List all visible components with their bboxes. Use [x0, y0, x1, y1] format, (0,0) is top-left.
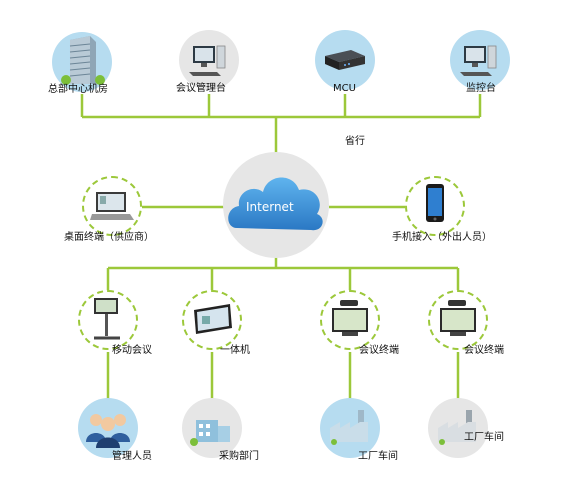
hq-datacenter-label: 总部中心机房 — [48, 84, 108, 95]
management-staff-node — [78, 398, 138, 458]
laptop-icon — [90, 192, 134, 220]
server-building-icon — [61, 36, 105, 85]
all-in-one-tablet-icon — [194, 304, 232, 334]
mobile-access-label: 手机接入（外出人员） — [392, 232, 492, 243]
cloud-icon — [228, 177, 323, 231]
internet-node — [223, 152, 329, 258]
monitor-console-label: 监控台 — [466, 83, 496, 94]
mobile-conference-stand-icon — [94, 298, 120, 340]
factory-workshop-node-2 — [428, 398, 488, 458]
mcu-device-icon — [325, 50, 365, 70]
factory-workshop-label-1: 工厂车间 — [358, 451, 398, 462]
meeting-console-node — [179, 30, 239, 90]
conference-tv-terminal-icon — [440, 300, 476, 336]
factory-icon — [330, 410, 368, 445]
hq-datacenter-node — [52, 32, 112, 92]
conference-terminal-node-2 — [428, 290, 488, 350]
conference-terminal-label-2: 会议终端 — [464, 345, 504, 356]
smartphone-icon — [426, 184, 444, 222]
mcu-node — [315, 30, 375, 90]
conference-tv-terminal-icon — [332, 300, 368, 336]
desktop-computer-icon — [189, 45, 226, 76]
people-group-icon — [86, 414, 130, 448]
office-building-icon — [190, 420, 230, 446]
conference-terminal-node-1 — [320, 290, 380, 350]
mcu-label: MCU — [333, 83, 356, 94]
meeting-console-label: 会议管理台 — [176, 83, 226, 94]
mobile-conference-node — [78, 290, 138, 350]
management-staff-label: 管理人员 — [112, 451, 152, 462]
factory-icon — [438, 410, 476, 445]
mobile-access-node — [405, 176, 465, 236]
mobile-conference-label: 移动会议 — [112, 345, 152, 356]
desktop-terminal-node — [82, 176, 142, 236]
desktop-terminal-label: 桌面终端（供应商） — [64, 232, 154, 243]
all-in-one-label: 一体机 — [220, 345, 250, 356]
desktop-computer-icon — [460, 45, 497, 76]
province-branch-label: 省行 — [345, 136, 365, 147]
factory-workshop-label-2: 工厂车间 — [464, 432, 504, 443]
monitor-console-node — [450, 30, 510, 90]
conference-terminal-label-1: 会议终端 — [359, 345, 399, 356]
internet-label: Internet — [246, 200, 294, 214]
all-in-one-node — [182, 290, 242, 350]
factory-workshop-node-1 — [320, 398, 380, 458]
purchasing-dept-label: 采购部门 — [219, 451, 259, 462]
purchasing-dept-node — [182, 398, 242, 458]
